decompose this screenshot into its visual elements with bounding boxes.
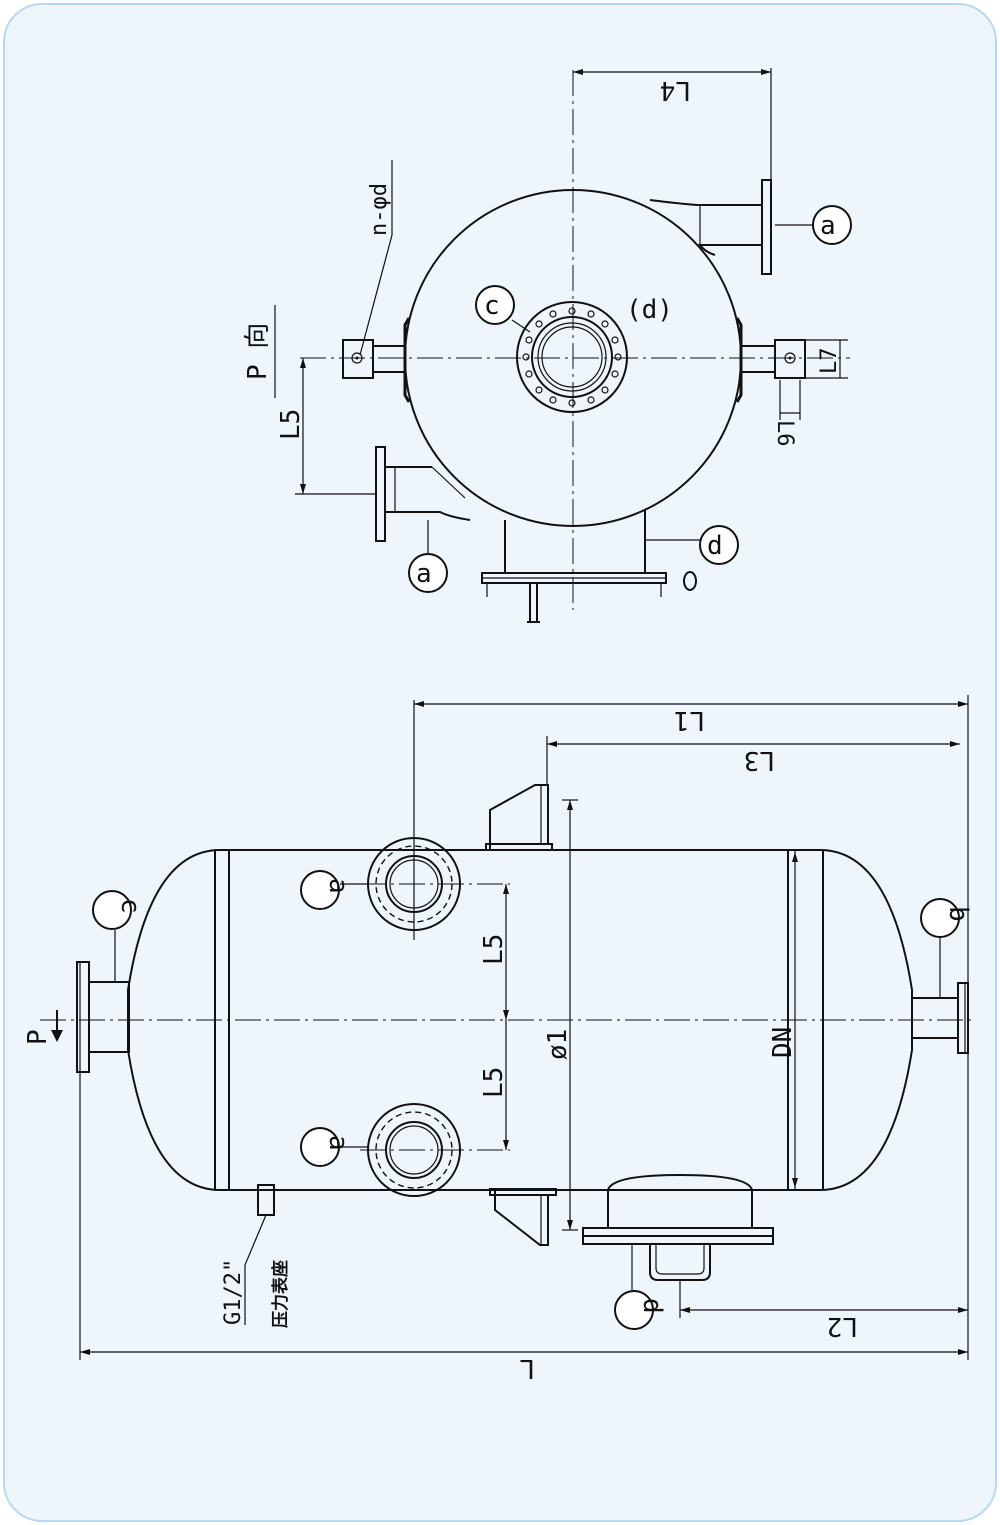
dim-L2: L2	[827, 1311, 858, 1341]
center-flange	[516, 301, 628, 413]
callout-c-front-bubble	[92, 890, 132, 930]
dim-L7: L7	[817, 348, 842, 375]
callout-b-bubble	[920, 898, 960, 938]
left-head-nozzle	[76, 961, 130, 1073]
gauge-port-size: G1/2"	[221, 1259, 246, 1325]
dim-L1: L1	[674, 705, 705, 735]
gauge-port: G1/2" 压力表座	[221, 1184, 291, 1328]
callout-a-left-bubble	[408, 553, 448, 593]
right-head-nozzle	[911, 982, 969, 1054]
left-lug	[342, 339, 405, 379]
bolt-holes-label: n-φd	[367, 183, 392, 236]
view-title: P 向	[243, 323, 273, 380]
dim-DN: DN	[768, 1027, 798, 1058]
top-view: n-φd P 向 c (d) a a d	[243, 68, 852, 623]
view-arrow: P	[23, 1010, 63, 1045]
upper-saddle	[485, 784, 553, 851]
lower-saddle	[489, 1188, 557, 1246]
dim-L4: L4	[660, 75, 691, 105]
gauge-port-label: 压力表座	[270, 1260, 291, 1328]
callout-c-front: c	[115, 898, 145, 914]
callout-a-upper: a	[323, 878, 353, 894]
callout-d-inner: (d)	[626, 295, 673, 325]
left-pad	[403, 317, 411, 403]
front-view: G1/2" 压力表座 P c b a a d	[23, 695, 975, 1383]
front-view-labels: c b a a d	[92, 870, 973, 1330]
top-view-labels: n-φd P 向 c (d) a a d	[243, 160, 852, 593]
right-pad	[735, 317, 743, 403]
callout-a-lower: a	[323, 1135, 353, 1151]
lower-shell-nozzle	[360, 1103, 510, 1197]
right-nozzle-a	[649, 179, 772, 275]
callout-a-upper-bubble	[300, 870, 340, 910]
callout-d: d	[707, 531, 723, 561]
dim-L: L	[519, 1353, 535, 1383]
callout-b: b	[943, 906, 973, 922]
callout-a-right-bubble	[812, 205, 852, 245]
dim-L6: L6	[772, 420, 797, 447]
callout-d-front-bubble	[614, 1290, 654, 1330]
bottom-nozzle-d	[481, 510, 697, 623]
sheet-background	[3, 3, 997, 1522]
callout-c-bubble	[475, 285, 515, 325]
view-arrow-label: P	[23, 1029, 53, 1045]
dim-L3: L3	[744, 745, 775, 775]
front-view-dimensions: L1 L3 ø1 DN L5	[79, 695, 969, 1383]
callout-d-bubble	[699, 525, 739, 565]
right-lug	[741, 339, 806, 379]
vessel-body	[127, 849, 913, 1191]
dim-phi1: ø1	[543, 1029, 573, 1060]
callout-c: c	[484, 291, 500, 321]
dim-L5-lower: L5	[479, 1067, 509, 1098]
callout-a-right: a	[820, 211, 836, 241]
top-view-dimensions: L4 L5 L6 L7	[276, 68, 848, 495]
dim-L5-upper: L5	[479, 934, 509, 965]
callout-a-left: a	[416, 559, 432, 589]
callout-d-front: d	[637, 1298, 667, 1314]
callout-a-lower-bubble	[300, 1127, 340, 1167]
dim-L5-top: L5	[276, 409, 306, 440]
